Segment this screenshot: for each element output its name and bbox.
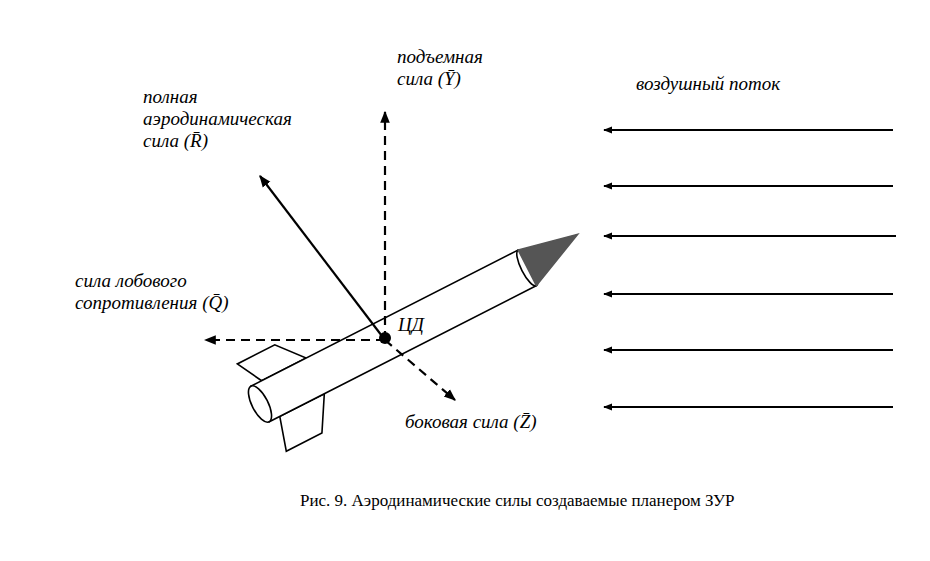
- force-label: боковая сила (Z̄): [405, 411, 537, 433]
- point-label: ЦД: [398, 314, 424, 336]
- airflow-arrows: [604, 130, 896, 407]
- flow-label: воздушный поток: [636, 73, 780, 95]
- force-label: подъемная сила (Ȳ): [397, 46, 517, 90]
- pressure-center-dot: [379, 332, 391, 344]
- figure-caption: Рис. 9. Аэродинамические силы создаваемы…: [300, 491, 735, 511]
- missile-body: [232, 200, 605, 456]
- force-label: сила лобового сопротивления (Q̄): [75, 270, 250, 314]
- force-vectors: [205, 112, 455, 400]
- force-label: полная аэродинамическая сила (R̄): [143, 86, 315, 152]
